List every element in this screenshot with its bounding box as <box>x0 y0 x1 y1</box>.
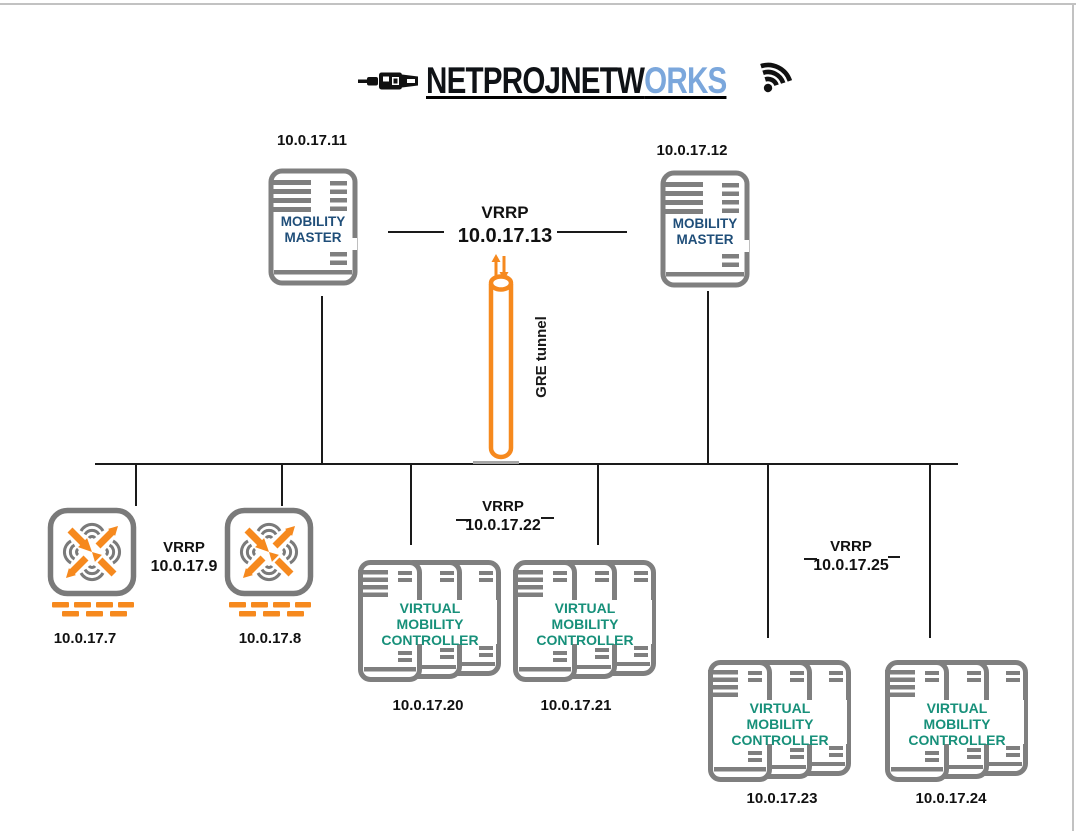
wifi-signal-icon <box>759 48 804 98</box>
connector-bus <box>95 463 958 465</box>
vmc3-icon: VIRTUAL MOBILITY CONTROLLER <box>708 660 851 783</box>
vrrp-a-ip: 10.0.17.22 <box>465 517 541 534</box>
vmc1-ip-label: 10.0.17.20 <box>392 697 464 714</box>
vmc1-label-line2: MOBILITY <box>397 616 465 632</box>
vrrp-masters-ip: 10.0.17.13 <box>457 225 553 247</box>
master2-label-line2: MASTER <box>677 232 734 247</box>
vrrp-ap-label: VRRP 10.0.17.9 <box>124 539 244 577</box>
vmc1-icon: VIRTUAL MOBILITY CONTROLLER <box>358 560 501 683</box>
connector-bus-ap1 <box>135 464 137 506</box>
ap1-ip-label: 10.0.17.7 <box>53 630 117 647</box>
vrrp-b-title: VRRP <box>830 538 872 555</box>
connector-master2-bus <box>707 291 709 463</box>
vrrp-b-right-dash <box>888 556 900 558</box>
vmc4-label-line2: MOBILITY <box>924 716 992 732</box>
page-right-border <box>1072 3 1074 831</box>
vrrp-b-label: VRRP 10.0.17.25 <box>776 538 926 576</box>
brand-logo: NETPROJNETWORKS <box>358 52 792 110</box>
vmc4-ip-label: 10.0.17.24 <box>915 790 987 807</box>
master2-ip-label: 10.0.17.12 <box>656 142 728 159</box>
access-point2-icon <box>223 506 315 624</box>
connector-bus-vmc2 <box>597 464 599 545</box>
vrrp-b-ip: 10.0.17.25 <box>813 557 889 574</box>
connector-master1-bus <box>321 296 323 463</box>
vmc2-icon: VIRTUAL MOBILITY CONTROLLER <box>513 560 656 683</box>
vmc1-label-line1: VIRTUAL <box>400 600 461 616</box>
vmc2-label-line1: VIRTUAL <box>555 600 616 616</box>
vmc2-ip-label: 10.0.17.21 <box>540 697 612 714</box>
vrrp-a-label: VRRP 10.0.17.22 <box>428 498 578 536</box>
vrrp-ap-ip: 10.0.17.9 <box>150 558 218 575</box>
connector-bus-vmc4 <box>929 464 931 638</box>
connector-bus-ap2 <box>281 464 283 506</box>
mobility-master2-icon: MOBILITY MASTER <box>660 170 750 288</box>
vmc4-label-line1: VIRTUAL <box>927 700 988 716</box>
vrrp-master-left-line <box>388 231 444 233</box>
master1-label-line1: MOBILITY <box>281 214 346 229</box>
master1-ip-label: 10.0.17.11 <box>276 132 348 149</box>
vmc2-label-line3: CONTROLLER <box>536 632 633 648</box>
vrrp-ap-title: VRRP <box>163 539 205 556</box>
mobility-master1-icon: MOBILITY MASTER <box>268 168 358 286</box>
vrrp-masters-label: VRRP 10.0.17.13 <box>430 202 580 248</box>
vmc2-label-line2: MOBILITY <box>552 616 620 632</box>
vmc3-label-line1: VIRTUAL <box>750 700 811 716</box>
vmc4-label-line3: CONTROLLER <box>908 732 1005 748</box>
gre-tunnel-label: GRE tunnel <box>533 316 550 398</box>
vrrp-master-right-line <box>557 231 627 233</box>
connector-bus-vmc1 <box>410 464 412 545</box>
vmc1-label-line3: CONTROLLER <box>381 632 478 648</box>
access-point1-icon <box>46 506 138 624</box>
vmc3-label-line2: MOBILITY <box>747 716 815 732</box>
master1-label-line2: MASTER <box>285 230 342 245</box>
vrrp-masters-title: VRRP <box>481 203 529 222</box>
brand-name-black: NETPROJNETW <box>426 60 645 101</box>
vmc4-icon: VIRTUAL MOBILITY CONTROLLER <box>885 660 1028 783</box>
master2-label-line1: MOBILITY <box>673 216 738 231</box>
gre-tunnel-base <box>473 461 519 464</box>
ap2-ip-label: 10.0.17.8 <box>238 630 302 647</box>
connector-bus-vmc3 <box>767 464 769 638</box>
vrrp-a-left-dash <box>456 519 469 521</box>
usb-cable-icon <box>358 68 422 94</box>
gre-tunnel-icon <box>488 272 514 464</box>
vrrp-a-right-dash <box>541 517 554 519</box>
vmc3-label-line3: CONTROLLER <box>731 732 828 748</box>
brand-name: NETPROJNETWORKS <box>426 60 727 102</box>
page-top-border <box>0 3 1076 5</box>
brand-name-blue: ORKS <box>644 60 727 101</box>
vmc3-ip-label: 10.0.17.23 <box>746 790 818 807</box>
vrrp-b-left-dash <box>804 558 817 560</box>
vrrp-a-title: VRRP <box>482 498 524 515</box>
